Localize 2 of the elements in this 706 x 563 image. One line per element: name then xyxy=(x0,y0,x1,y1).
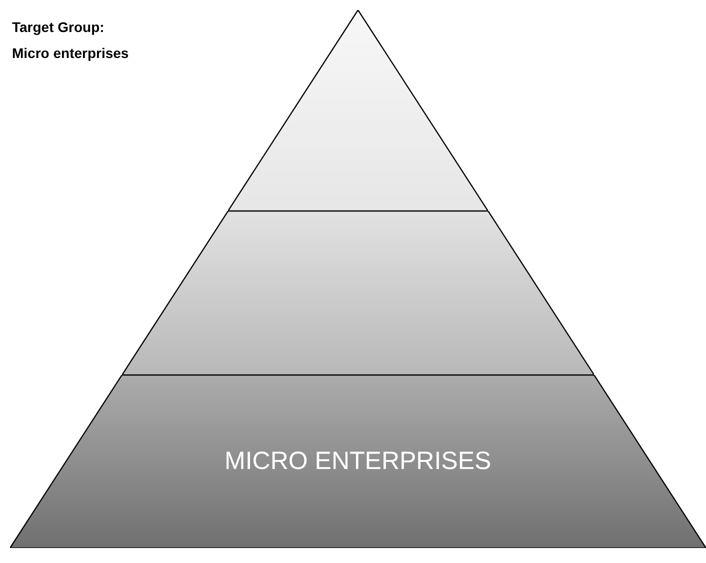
tier-label: MICRO ENTERPRISES xyxy=(224,447,492,476)
target-group-note: Target Group: Micro enterprises xyxy=(12,18,130,63)
